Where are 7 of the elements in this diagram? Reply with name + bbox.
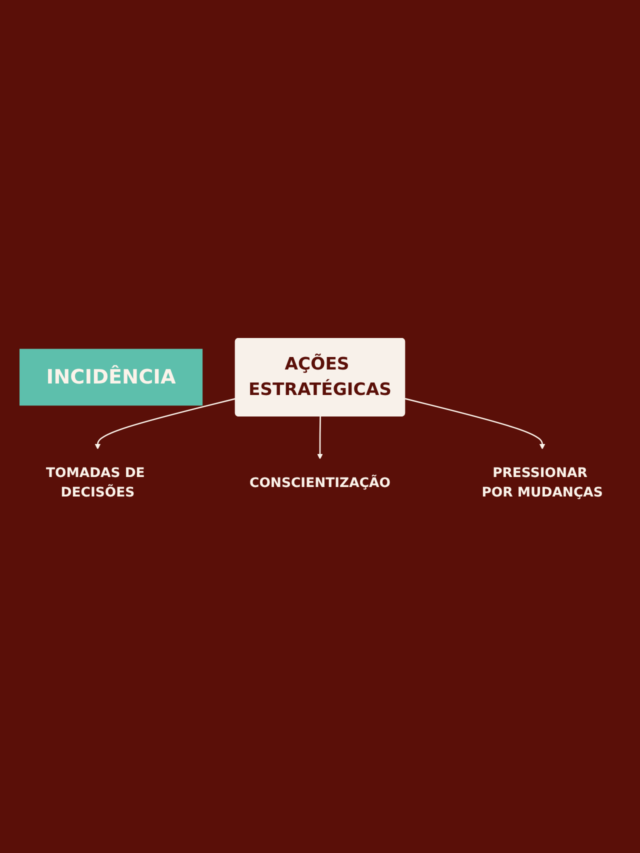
arrow [317,416,323,460]
arrow [404,398,546,450]
arrow [94,398,236,450]
node-box: INCIDÊNCIA [20,348,203,406]
node-text: PRESSIONAR POR MUDANÇAS [482,464,603,500]
node-text: TOMADAS DE DECISÕES [46,464,145,500]
node-text: CONSCIENTIZAÇÃO [250,474,390,490]
